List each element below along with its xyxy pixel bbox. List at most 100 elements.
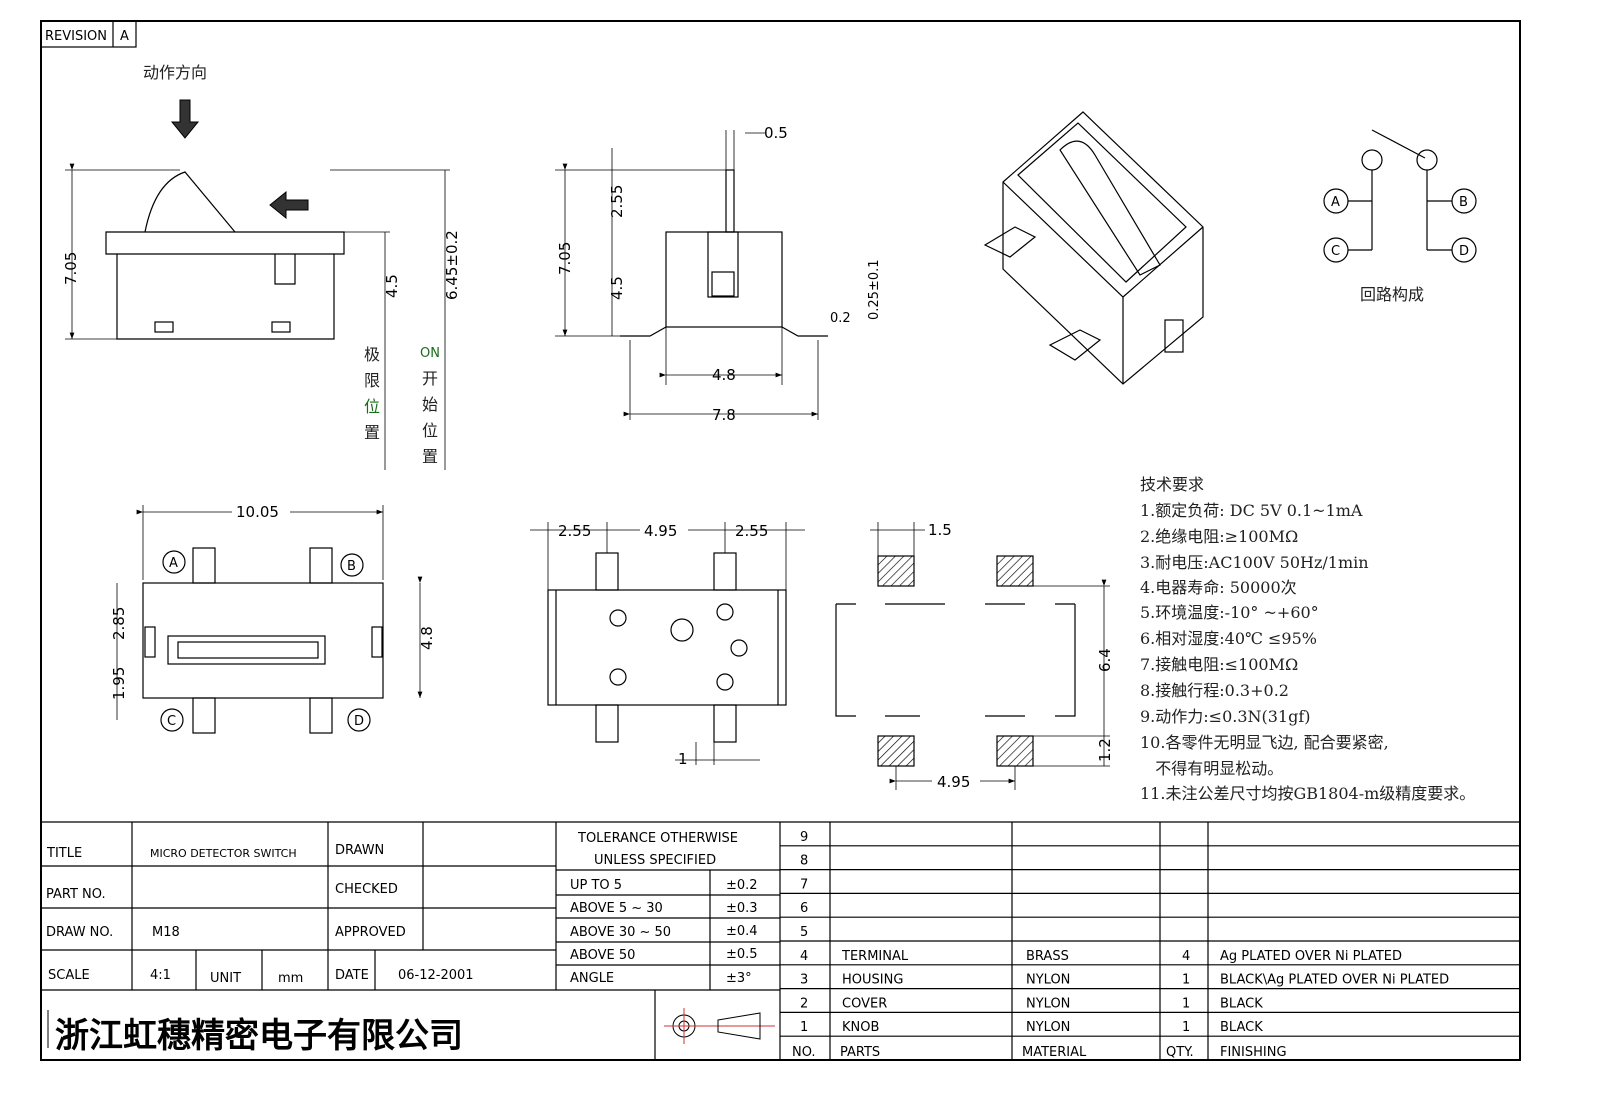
parts-cell-qty: 4 <box>1182 949 1190 964</box>
dim-front-height: 7.05 <box>556 242 574 275</box>
parts-header-parts: PARTS <box>840 1045 880 1060</box>
dim-bottom-mid: 4.95 <box>644 522 677 540</box>
svg-text:ON: ON <box>420 346 440 361</box>
parts-cell-no: 9 <box>800 830 808 845</box>
tech-req-item: 3.耐电压:AC100V 50Hz/1min <box>1140 553 1369 572</box>
dim-side-body: 4.5 <box>383 274 401 298</box>
dim-front-thick: 0.2 <box>830 311 851 326</box>
parts-row: 7 <box>800 877 808 892</box>
tolerance-value: ±0.4 <box>726 924 758 939</box>
company-name: 浙江虹穗精密电子有限公司 <box>55 1016 463 1056</box>
circuit-terminal-b: B <box>1459 195 1468 210</box>
isometric-view <box>983 111 1204 385</box>
parts-cell-qty: 1 <box>1182 973 1190 988</box>
parts-cell-part: KNOB <box>842 1020 879 1035</box>
dim-top-length: 10.05 <box>236 503 279 521</box>
tech-req-item: 2.绝缘电阻:≥100MΩ <box>1140 527 1298 546</box>
tech-req-item: 8.接触行程:0.3+0.2 <box>1140 681 1289 700</box>
side-view: 动作方向 7.05 4.5 6.45±0.2 极 限 位 置 ON 开 始 位 … <box>62 63 461 470</box>
dim-pcb-pitch: 4.95 <box>937 773 970 791</box>
dim-front-lever: 2.55 <box>608 185 626 218</box>
svg-text:置: 置 <box>422 447 438 466</box>
parts-cell-no: 1 <box>800 1020 808 1035</box>
svg-text:限: 限 <box>364 371 380 390</box>
parts-cell-finishing: BLACK <box>1220 996 1263 1011</box>
dim-top-upper: 2.85 <box>110 607 128 640</box>
parts-cell-no: 8 <box>800 854 808 869</box>
drawn-label: DRAWN <box>335 843 384 858</box>
parts-row: 8 <box>800 854 808 869</box>
tech-req-item: 4.电器寿命: 50000次 <box>1140 578 1297 597</box>
parts-cell-qty: 1 <box>1182 1020 1190 1035</box>
tolerance-range: ABOVE 5 ~ 30 <box>570 901 663 916</box>
tolerance-value: ±3° <box>726 971 752 986</box>
draw-no-label: DRAW NO. <box>46 925 113 940</box>
parts-cell-part: TERMINAL <box>841 949 909 964</box>
tech-req-item: 10.各零件无明显飞边, 配合要紧密, <box>1140 733 1389 752</box>
svg-text:位: 位 <box>364 397 380 416</box>
parts-cell-part: COVER <box>842 996 887 1011</box>
dim-front-lead: 0.25±0.1 <box>867 259 882 320</box>
circuit-diagram: A B C D 回路构成 <box>1323 129 1477 304</box>
down-arrow-icon <box>170 99 200 139</box>
parts-row: 5 <box>800 925 808 940</box>
parts-cell-material: NYLON <box>1026 1020 1070 1035</box>
dim-front-lever-width: 0.5 <box>764 124 788 142</box>
unit-label: UNIT <box>210 971 241 986</box>
technical-requirements: 技术要求 1.额定负荷: DC 5V 0.1~1mA 2.绝缘电阻:≥100MΩ… <box>1140 475 1475 803</box>
date-value: 06-12-2001 <box>398 968 474 983</box>
bottom-view: 2.55 4.95 2.55 1 <box>530 520 805 768</box>
title-block: TITLE MICRO DETECTOR SWITCH PART NO. DRA… <box>41 821 1520 1060</box>
dim-top-lower: 1.95 <box>110 667 128 700</box>
parts-cell-no: 6 <box>800 901 808 916</box>
parts-cell-material: NYLON <box>1026 973 1070 988</box>
circuit-terminal-a: A <box>1331 195 1340 210</box>
svg-text:始: 始 <box>422 395 438 414</box>
revision-box: REVISION A <box>40 20 137 48</box>
svg-text:开: 开 <box>422 369 438 388</box>
tolerance-range: ABOVE 30 ~ 50 <box>570 925 671 940</box>
start-position-label: ON 开 始 位 置 <box>420 346 440 466</box>
parts-header-qty: QTY. <box>1166 1045 1194 1060</box>
tech-req-item: 6.相对湿度:40℃ ≤95% <box>1140 629 1317 648</box>
tolerance-range: ABOVE 50 <box>570 948 635 963</box>
top-terminal-c: C <box>167 714 176 729</box>
top-view: A B C D 10.05 2.85 1.95 4.8 <box>110 500 436 734</box>
tolerance-header: TOLERANCE OTHERWISE <box>577 831 738 846</box>
draw-no-value: M18 <box>152 925 180 940</box>
parts-cell-no: 3 <box>800 973 808 988</box>
circuit-terminal-c: C <box>1331 244 1340 259</box>
dim-front-outer: 7.8 <box>712 406 736 424</box>
tolerance-value: ±0.5 <box>726 947 758 962</box>
dim-bottom-left: 2.55 <box>558 522 591 540</box>
parts-header-no: NO. <box>792 1045 816 1060</box>
unit-value: mm <box>278 971 303 986</box>
pcb-layout-view: 1.5 6.4 1.2 4.95 <box>835 521 1114 791</box>
part-no-label: PART NO. <box>46 887 106 902</box>
tech-req-item: 1.额定负荷: DC 5V 0.1~1mA <box>1140 501 1363 520</box>
parts-cell-finishing: Ag PLATED OVER Ni PLATED <box>1220 949 1402 964</box>
svg-text:位: 位 <box>422 421 438 440</box>
left-arrow-icon <box>269 190 309 220</box>
parts-cell-no: 4 <box>800 949 808 964</box>
action-direction-label: 动作方向 <box>143 63 207 82</box>
dim-side-height: 7.05 <box>62 252 80 285</box>
dim-pcb-pad-height: 1.2 <box>1096 738 1114 762</box>
tech-req-item: 11.未注公差尺寸均按GB1804-m级精度要求。 <box>1140 784 1475 803</box>
parts-header-finishing: FINISHING <box>1220 1045 1287 1060</box>
top-terminal-a: A <box>169 556 178 571</box>
title-label: TITLE <box>46 846 82 861</box>
tech-req-item: 不得有明显松动。 <box>1140 759 1283 778</box>
top-terminal-b: B <box>347 559 356 574</box>
checked-label: CHECKED <box>335 882 398 897</box>
dim-pcb-pad: 1.5 <box>928 521 952 539</box>
tolerance-range: UP TO 5 <box>570 878 622 893</box>
parts-cell-no: 2 <box>800 996 808 1011</box>
parts-cell-material: NYLON <box>1026 996 1070 1011</box>
dim-pcb-height: 6.4 <box>1096 648 1114 672</box>
tech-req-item: 5.环境温度:-10° ~+60° <box>1140 603 1319 622</box>
